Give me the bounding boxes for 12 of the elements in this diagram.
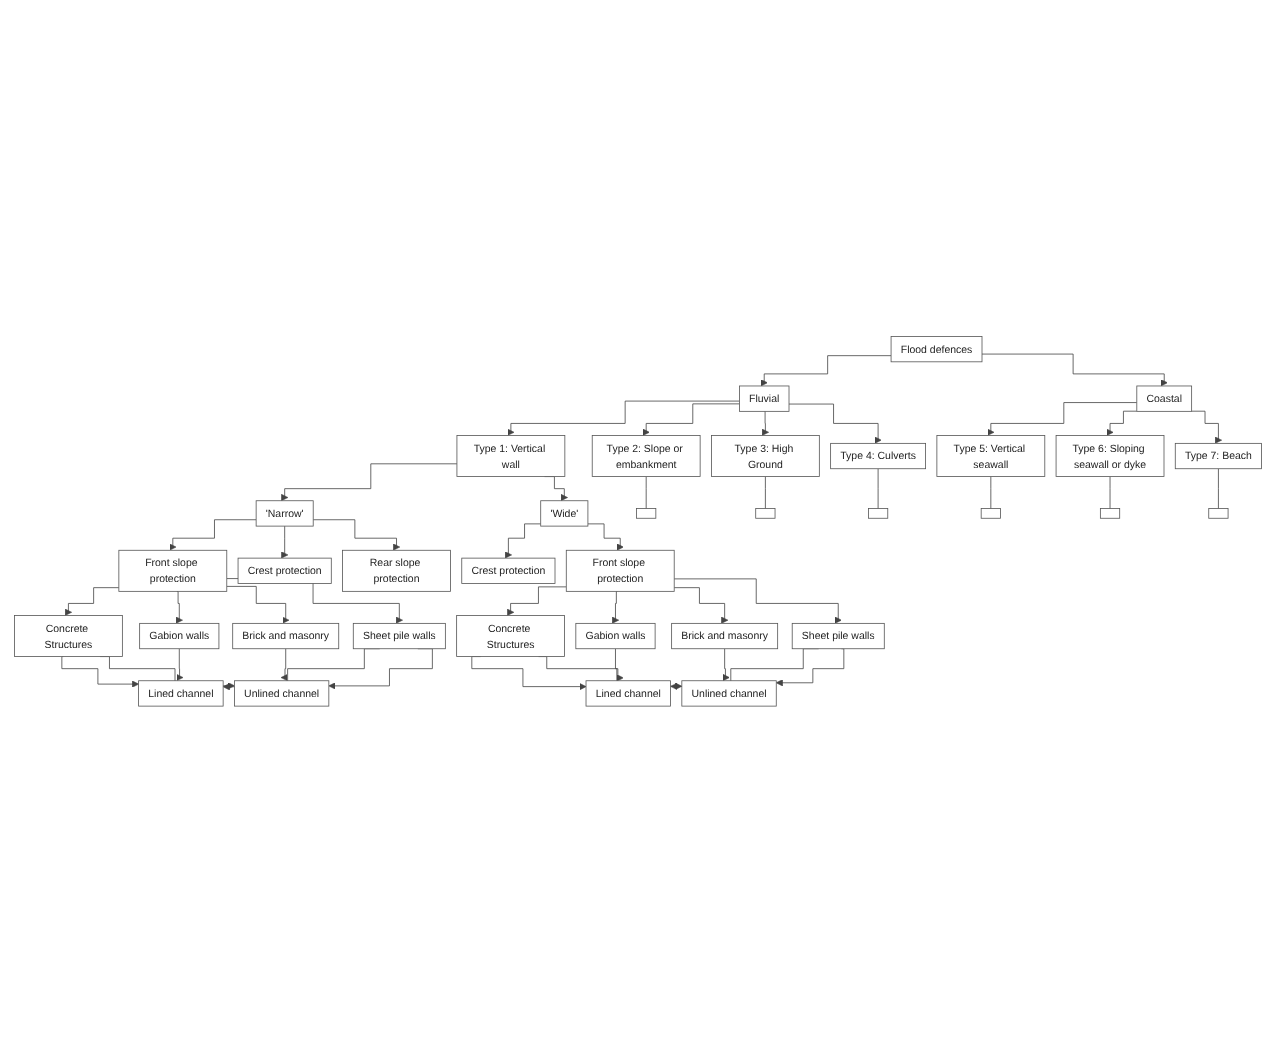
node-box — [636, 507, 657, 519]
connector — [1218, 468, 1219, 509]
node-box — [980, 507, 1001, 519]
node-box — [755, 507, 776, 519]
connector — [1109, 475, 1111, 509]
connector — [764, 475, 766, 509]
node-box — [868, 507, 889, 519]
connector — [877, 468, 879, 509]
connector — [645, 475, 647, 509]
connector — [990, 475, 992, 509]
node-box — [1208, 507, 1229, 519]
node-box — [1099, 507, 1121, 519]
